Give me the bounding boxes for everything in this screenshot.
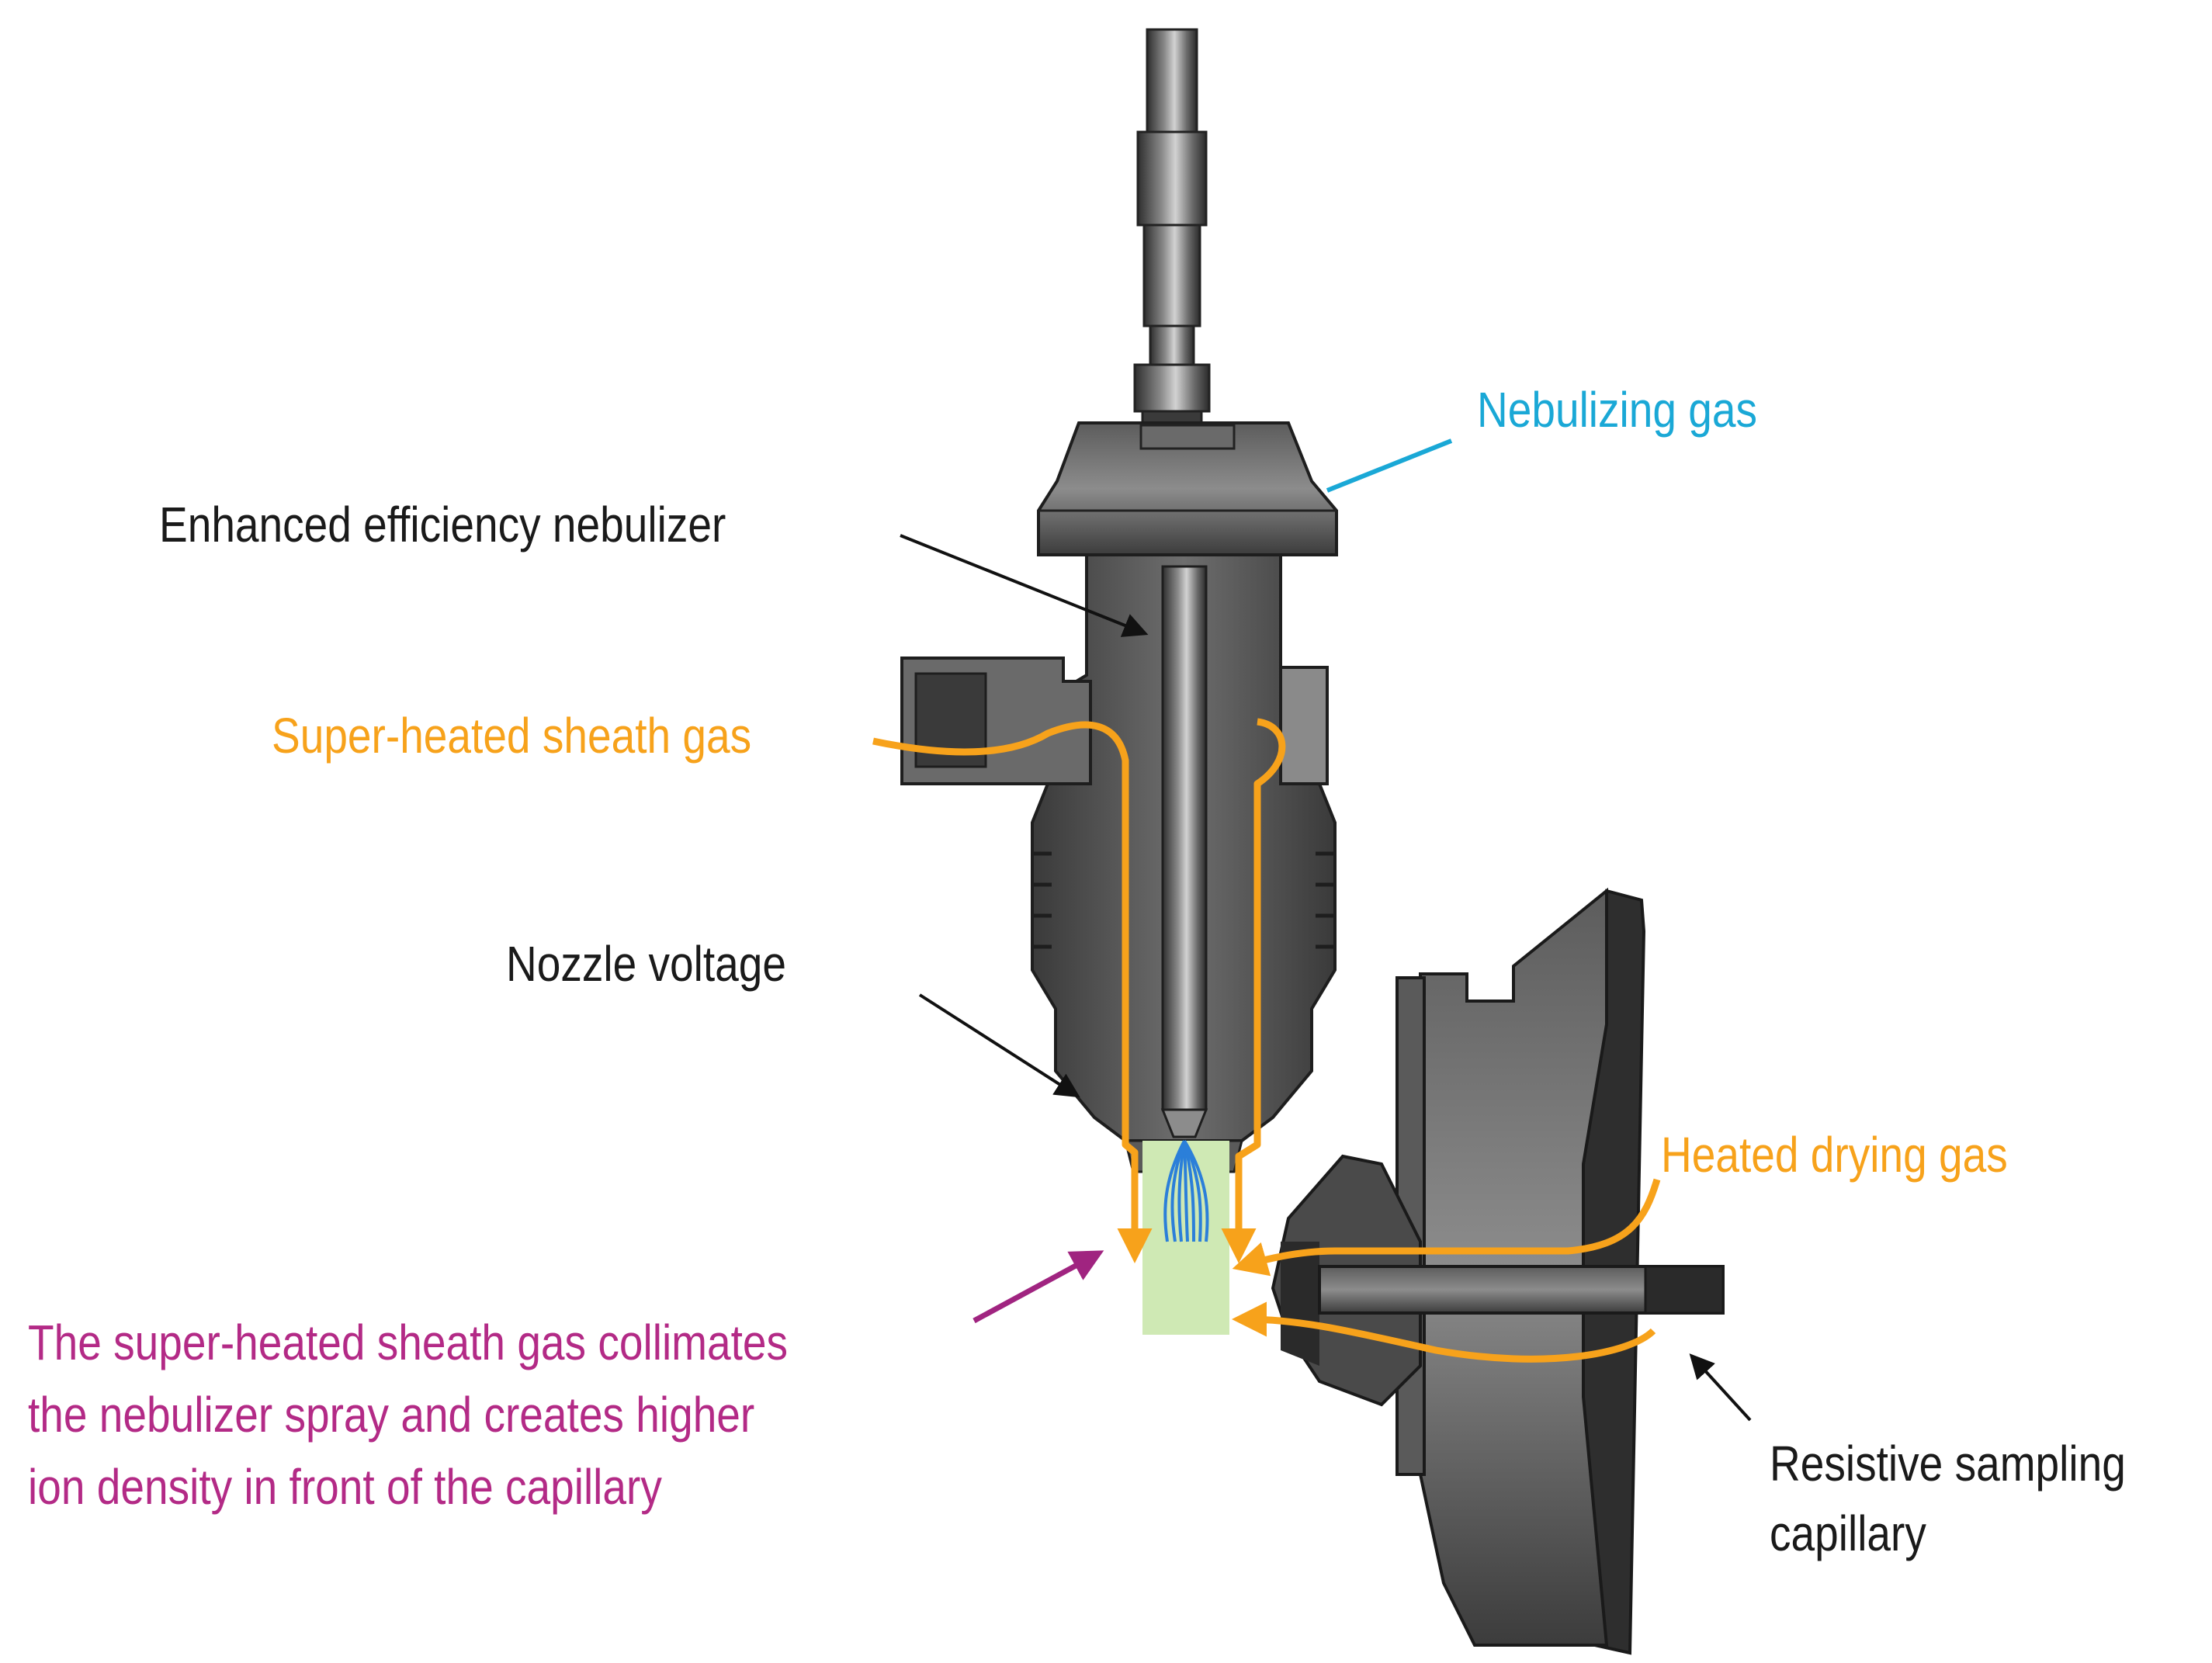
nebulizer-leader [900, 534, 1149, 637]
sheath-gas-label: Super-heated sheath gas [272, 708, 752, 764]
nozzle-voltage-leader [918, 993, 1080, 1098]
capillary-leader [1689, 1353, 1752, 1422]
nebulizing-gas-leader [1326, 438, 1453, 493]
nozzle-voltage-label: Nozzle voltage [506, 936, 787, 992]
enhanced-nebulizer-label: Enhanced efficiency nebulizer [159, 497, 726, 553]
caption-leader [973, 1250, 1104, 1324]
nebulizer-spray [1163, 1139, 1209, 1242]
capillary-label-line-2: capillary [1770, 1505, 1926, 1561]
nebulizing-gas-label: Nebulizing gas [1477, 382, 1758, 438]
caption-line-1: The super-heated sheath gas collimates [28, 1315, 789, 1370]
caption-line-2: the nebulizer spray and creates higher [28, 1387, 755, 1443]
capillary-assembly [1271, 887, 1725, 1655]
nebulizer-assembly [900, 28, 1338, 1173]
sheath-gas-flow [872, 718, 1286, 1263]
capillary-label-line-1: Resistive sampling [1770, 1436, 2126, 1492]
drying-gas-flow [1232, 1178, 1661, 1363]
drying-gas-label: Heated drying gas [1661, 1127, 2008, 1183]
caption-line-3: ion density in front of the capillary [28, 1459, 662, 1515]
